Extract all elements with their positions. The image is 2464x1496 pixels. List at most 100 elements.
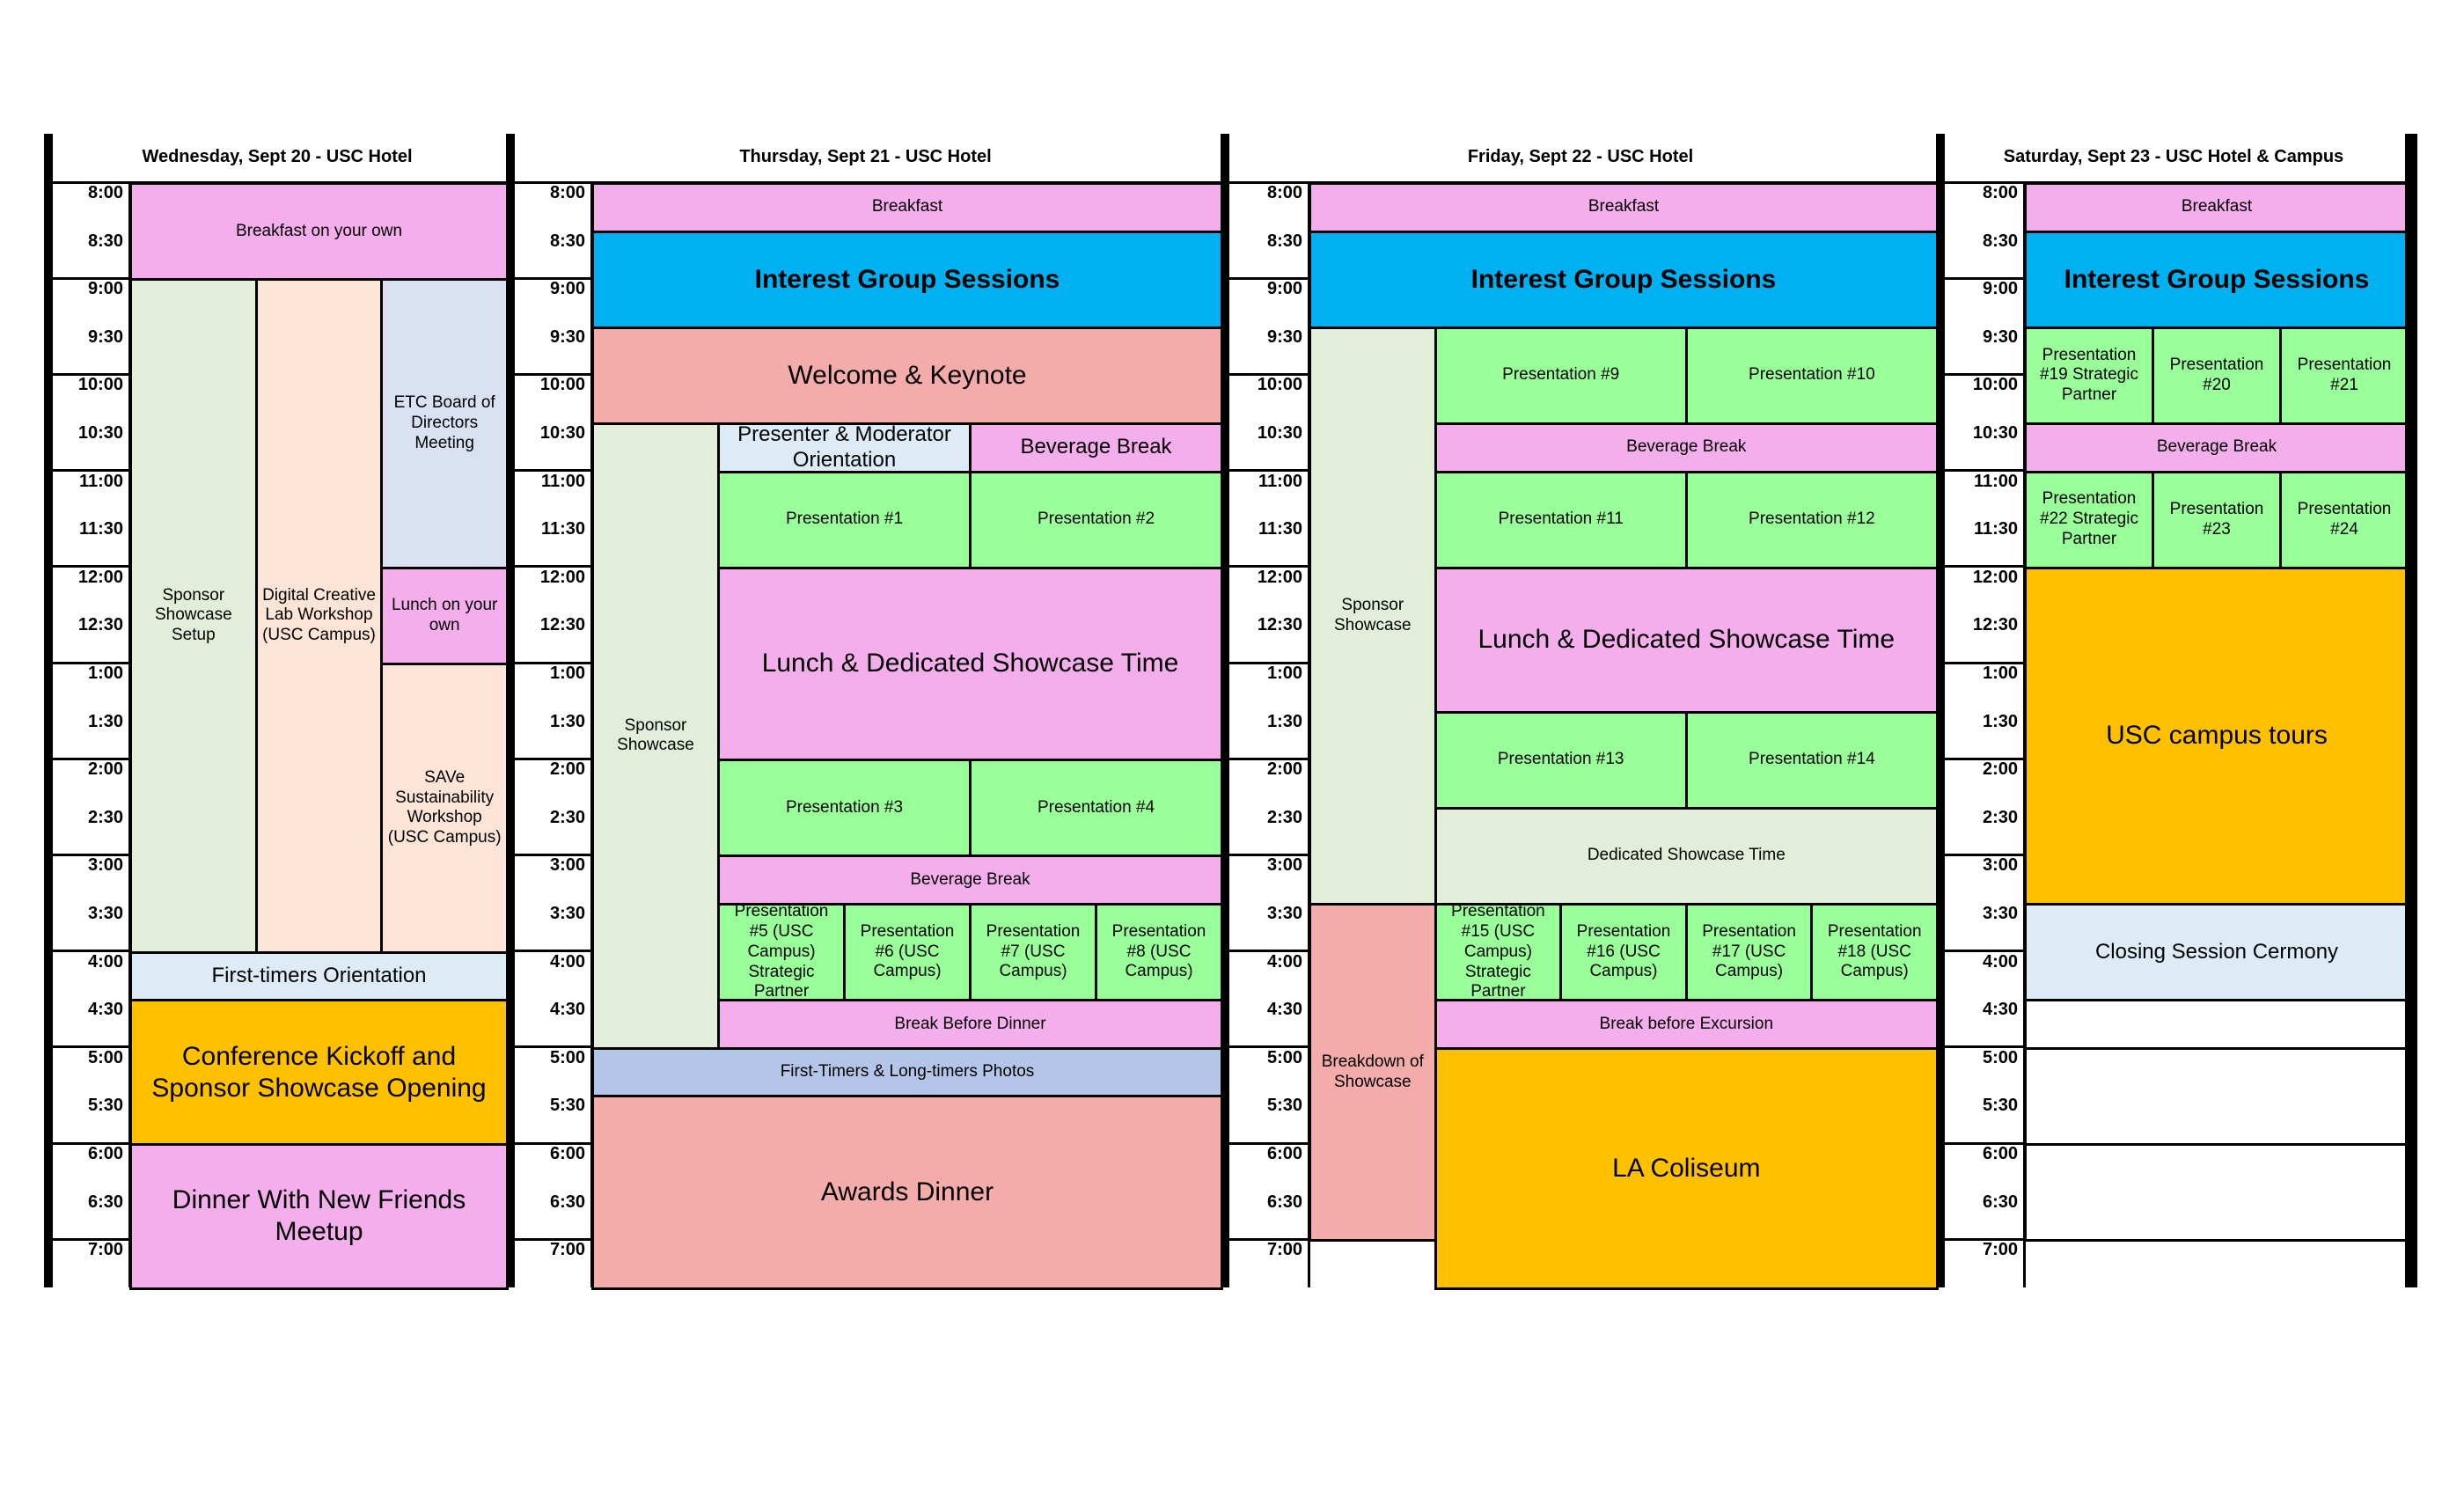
event-label: Presentation #4 (1037, 797, 1155, 817)
event-block[interactable] (2024, 1143, 2409, 1243)
hour-rule (510, 469, 591, 473)
event-block[interactable]: Presentation #19 Strategic Partner (2024, 326, 2154, 425)
hour-rule (1940, 276, 2024, 280)
event-block[interactable]: Presentation #14 (1684, 710, 1939, 810)
event-block[interactable]: Presentation #24 (2279, 470, 2409, 569)
event-label: Sponsor Showcase (1333, 596, 1412, 634)
event-block[interactable]: Presentation #10 (1684, 326, 1939, 425)
event-block[interactable]: Conference Kickoff and Sponsor Showcase … (129, 999, 509, 1146)
hour-rule (1225, 469, 1309, 473)
time-label: 5:30 (87, 1096, 123, 1116)
time-label: 5:00 (549, 1047, 585, 1067)
event-block[interactable]: Lunch & Dedicated Showcase Time (1434, 566, 1939, 714)
time-label: 2:30 (549, 807, 585, 827)
event-block[interactable]: Presentation #1 (717, 470, 972, 569)
event-block[interactable]: Dinner With New Friends Meetup (129, 1143, 509, 1290)
hour-rule (510, 853, 591, 856)
event-block[interactable]: Presenter & Moderator Orientation (717, 422, 972, 473)
event-block[interactable]: Beverage Break (2024, 422, 2409, 473)
hour-rule (1940, 1141, 2024, 1145)
event-block[interactable]: Presentation #12 (1684, 470, 1939, 569)
time-label: 9:30 (1982, 326, 2018, 347)
time-label: 3:30 (549, 904, 585, 923)
event-label: Presentation #15 (USC Campus) Strategic … (1451, 903, 1545, 1001)
hour-rule (1940, 372, 2024, 376)
time-label: 6:00 (1266, 1144, 1302, 1163)
time-label: 5:30 (549, 1096, 585, 1116)
event-block[interactable]: Digital Creative Lab Workshop (USC Campu… (254, 278, 384, 954)
event-block[interactable]: SAVe Sustainability Workshop (USC Campus… (380, 663, 509, 954)
day-divider (2405, 134, 2417, 1287)
event-block[interactable]: First-Timers & Long-timers Photos (591, 1046, 1223, 1098)
event-block[interactable]: Presentation #21 (2279, 326, 2409, 425)
event-block[interactable]: Presentation #15 (USC Campus) Strategic … (1434, 903, 1563, 1002)
event-block[interactable] (2024, 1046, 2409, 1146)
hour-rule (510, 1141, 591, 1145)
time-label: 10:30 (1257, 423, 1302, 443)
time-label: 6:30 (1266, 1192, 1302, 1212)
event-block[interactable]: Presentation #5 (USC Campus) Strategic P… (717, 903, 846, 1002)
event-block[interactable]: Beverage Break (969, 422, 1223, 473)
event-block[interactable]: Interest Group Sessions (591, 230, 1223, 329)
hour-rule (48, 565, 129, 568)
event-block[interactable]: Presentation #2 (969, 470, 1223, 569)
time-label: 4:00 (549, 951, 585, 972)
event-block[interactable]: Beverage Break (717, 854, 1223, 906)
event-block[interactable]: Breakfast (1309, 182, 1939, 233)
event-block[interactable]: Presentation #8 (USC Campus) (1095, 903, 1223, 1002)
time-label: 8:30 (87, 231, 123, 251)
event-block[interactable]: Presentation #20 (2152, 326, 2282, 425)
event-block[interactable]: Presentation #11 (1434, 470, 1688, 569)
event-label: Interest Group Sessions (2064, 264, 2370, 294)
event-block[interactable]: Lunch & Dedicated Showcase Time (717, 566, 1223, 762)
event-block[interactable]: Sponsor Showcase (591, 422, 720, 1050)
event-block[interactable]: USC campus tours (2024, 566, 2409, 906)
time-label: 9:00 (1982, 279, 2018, 299)
event-block[interactable]: Breakfast on your own (129, 182, 509, 282)
hour-rule (48, 372, 129, 376)
event-block[interactable]: Sponsor Showcase (1309, 326, 1437, 906)
time-label: 6:30 (1982, 1192, 2018, 1212)
event-block[interactable]: Break Before Dinner (717, 999, 1223, 1050)
time-label: 10:30 (1972, 423, 2018, 443)
event-block[interactable]: Break before Excursion (1434, 999, 1939, 1050)
event-block[interactable]: Awards Dinner (591, 1095, 1223, 1290)
event-block[interactable] (2024, 999, 2409, 1050)
event-block[interactable]: Interest Group Sessions (1309, 230, 1939, 329)
event-block[interactable]: Presentation #22 Strategic Partner (2024, 470, 2154, 569)
event-block[interactable]: Breakdown of Showcase (1309, 903, 1437, 1243)
event-block[interactable]: Presentation #9 (1434, 326, 1688, 425)
event-block[interactable]: Presentation #3 (717, 759, 972, 858)
event-block[interactable]: Presentation #23 (2152, 470, 2282, 569)
time-label: 7:00 (1266, 1240, 1302, 1260)
event-block[interactable]: Welcome & Keynote (591, 326, 1223, 425)
event-block[interactable]: Closing Session Cermony (2024, 903, 2409, 1002)
event-block[interactable]: ETC Board of Directors Meeting (380, 278, 509, 569)
event-block[interactable]: Presentation #13 (1434, 710, 1688, 810)
event-block[interactable]: Presentation #4 (969, 759, 1223, 858)
event-label: Presentation #11 (1498, 510, 1624, 529)
event-block[interactable]: Beverage Break (1434, 422, 1939, 473)
event-block[interactable]: Sponsor Showcase Setup (129, 278, 258, 954)
event-label: Presentation #3 (785, 797, 904, 817)
hour-rule (1940, 757, 2024, 760)
event-block[interactable]: LA Coliseum (1434, 1046, 1939, 1290)
event-block[interactable]: Breakfast (2024, 182, 2409, 233)
event-label: Conference Kickoff and Sponsor Showcase … (151, 1041, 487, 1103)
event-block[interactable]: Breakfast (591, 182, 1223, 233)
time-label: 8:30 (549, 231, 585, 251)
event-label: Awards Dinner (820, 1177, 994, 1207)
event-block[interactable]: Presentation #16 (USC Campus) (1559, 903, 1688, 1002)
event-block[interactable]: Dedicated Showcase Time (1434, 806, 1939, 906)
hour-rule (1225, 372, 1309, 376)
event-block[interactable]: Lunch on your own (380, 566, 509, 665)
event-block[interactable]: Presentation #17 (USC Campus) (1684, 903, 1814, 1002)
event-block[interactable]: Presentation #6 (USC Campus) (843, 903, 972, 1002)
event-label: Presentation #8 (USC Campus) (1111, 921, 1206, 981)
event-block[interactable]: Presentation #18 (USC Campus) (1810, 903, 1939, 1002)
hour-rule (1225, 565, 1309, 568)
time-label: 7:00 (1982, 1240, 2018, 1260)
event-block[interactable]: Interest Group Sessions (2024, 230, 2409, 329)
event-block[interactable]: First-timers Orientation (129, 950, 509, 1002)
event-block[interactable]: Presentation #7 (USC Campus) (969, 903, 1097, 1002)
